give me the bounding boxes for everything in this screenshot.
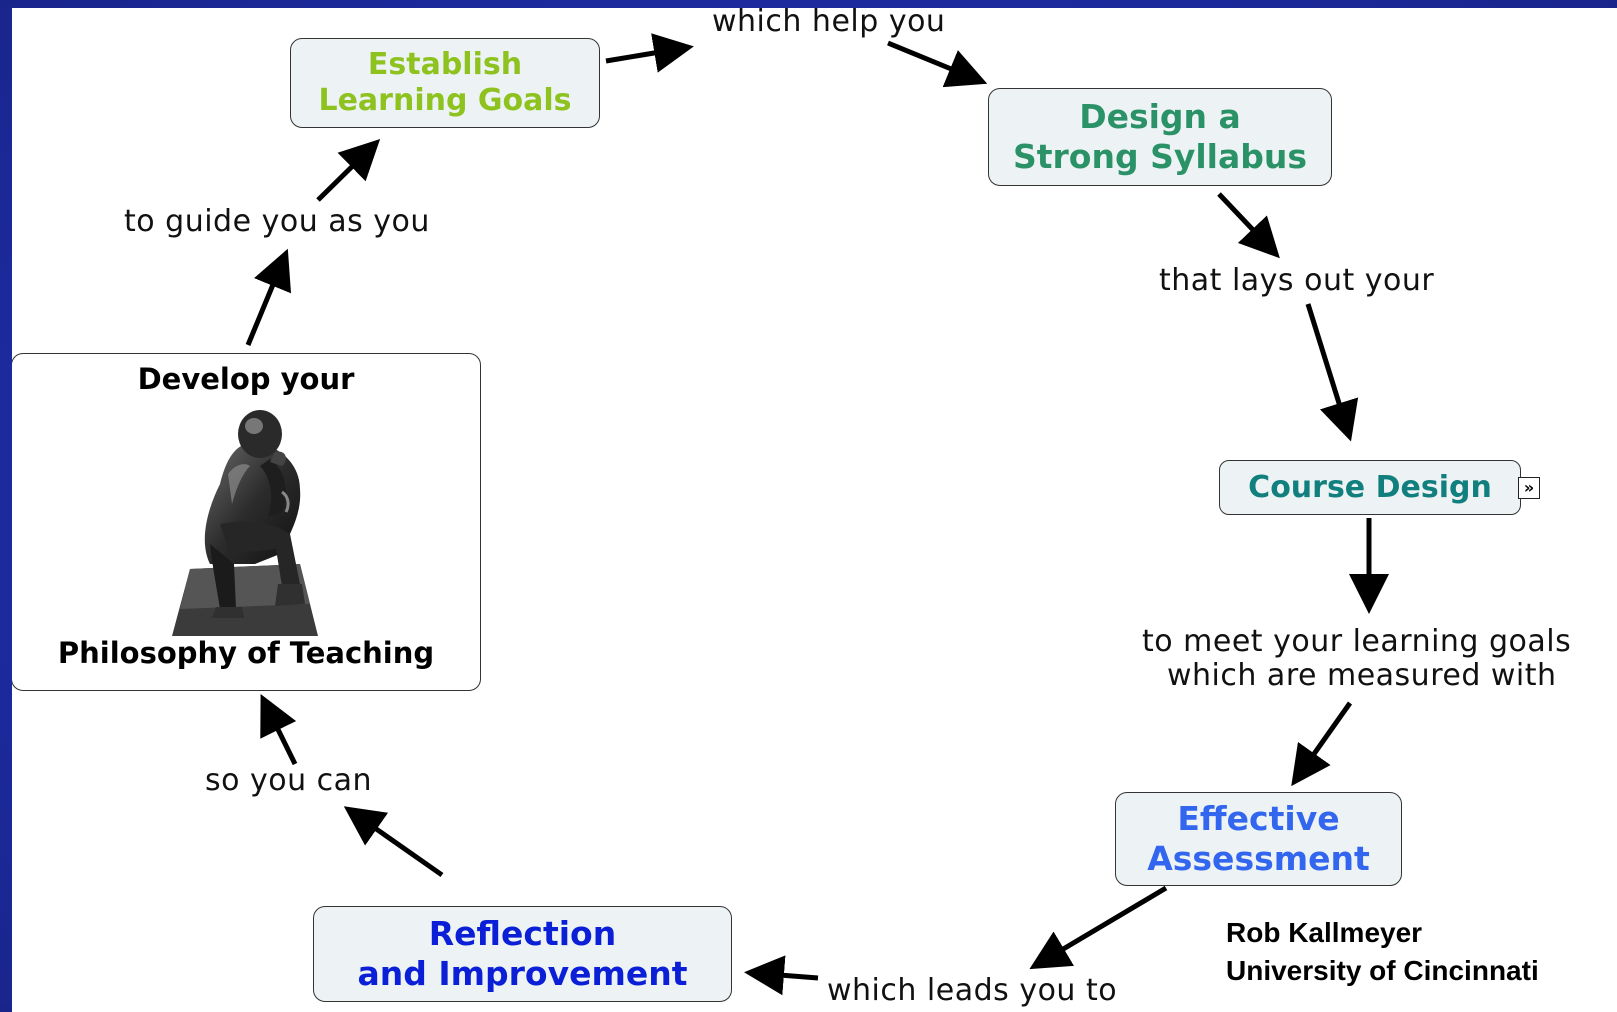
node-reflection-improvement-text: Reflection and Improvement xyxy=(357,914,687,993)
link-which-help-you: which help you xyxy=(712,8,946,39)
arrow-assessment-to-leads xyxy=(1029,885,1168,970)
node-syllabus-line2: Strong Syllabus xyxy=(1012,137,1308,176)
node-syllabus-line1: Design a xyxy=(1079,97,1241,137)
link-that-lays-out-your: that lays out your xyxy=(1159,263,1435,298)
arrow-guide-to-goals xyxy=(316,138,381,202)
arrow-syllabus-to-laysout xyxy=(1217,192,1280,259)
node-philosophy-top-label: Develop your xyxy=(137,362,355,396)
node-assessment-line2: Assessment xyxy=(1147,839,1370,878)
node-establish-learning-goals-text: Establish Learning Goals xyxy=(318,47,571,119)
node-reflection-line2: and Improvement xyxy=(357,954,688,993)
link-so-you-can: so you can xyxy=(205,763,373,798)
node-design-strong-syllabus[interactable]: Design a Strong Syllabus xyxy=(988,88,1332,186)
node-goals-line1: Establish xyxy=(367,47,523,82)
connector-arrows xyxy=(245,33,1389,996)
thinker-statue-image xyxy=(172,410,318,636)
node-design-strong-syllabus-text: Design a Strong Syllabus xyxy=(1013,97,1307,176)
node-course-design-label: Course Design xyxy=(1248,469,1492,505)
link-which-leads-you-to: which leads you to xyxy=(827,973,1118,1008)
node-reflection-line1: Reflection xyxy=(428,914,617,954)
node-effective-assessment[interactable]: Effective Assessment xyxy=(1115,792,1402,886)
node-course-design[interactable]: Course Design xyxy=(1219,460,1521,515)
node-effective-assessment-text: Effective Assessment xyxy=(1147,799,1370,878)
arrow-leads-to-reflection xyxy=(744,955,819,996)
arrow-help-to-syllabus xyxy=(887,40,988,88)
node-philosophy-of-teaching[interactable]: Develop your xyxy=(12,353,481,691)
node-establish-learning-goals[interactable]: Establish Learning Goals xyxy=(290,38,600,128)
arrow-measured-to-assessment xyxy=(1291,701,1353,787)
double-chevron-right-icon[interactable]: » xyxy=(1518,477,1540,499)
concept-map-canvas: Establish Learning Goals Design a Strong… xyxy=(12,8,1617,1012)
author-affiliation: University of Cincinnati xyxy=(1226,955,1539,986)
author-credit: Rob Kallmeyer University of Cincinnati xyxy=(1226,914,1539,990)
node-assessment-line1: Effective xyxy=(1177,799,1340,839)
link-measured-with: which are measured with xyxy=(1167,658,1557,693)
arrow-goals-to-help xyxy=(605,33,694,73)
node-goals-line2: Learning Goals xyxy=(318,83,572,118)
author-name: Rob Kallmeyer xyxy=(1226,917,1423,948)
node-reflection-improvement[interactable]: Reflection and Improvement xyxy=(313,906,732,1002)
node-philosophy-bottom-label: Philosophy of Teaching xyxy=(57,636,435,670)
arrow-socan-to-philosophy xyxy=(260,694,298,766)
arrow-philosophy-to-guide xyxy=(245,248,292,346)
arrow-laysout-to-course xyxy=(1305,303,1359,442)
arrow-reflection-to-socan xyxy=(343,806,444,878)
link-meet-learning-goals: to meet your learning goals xyxy=(1142,624,1572,659)
link-to-guide-you-as-you: to guide you as you xyxy=(124,204,430,239)
